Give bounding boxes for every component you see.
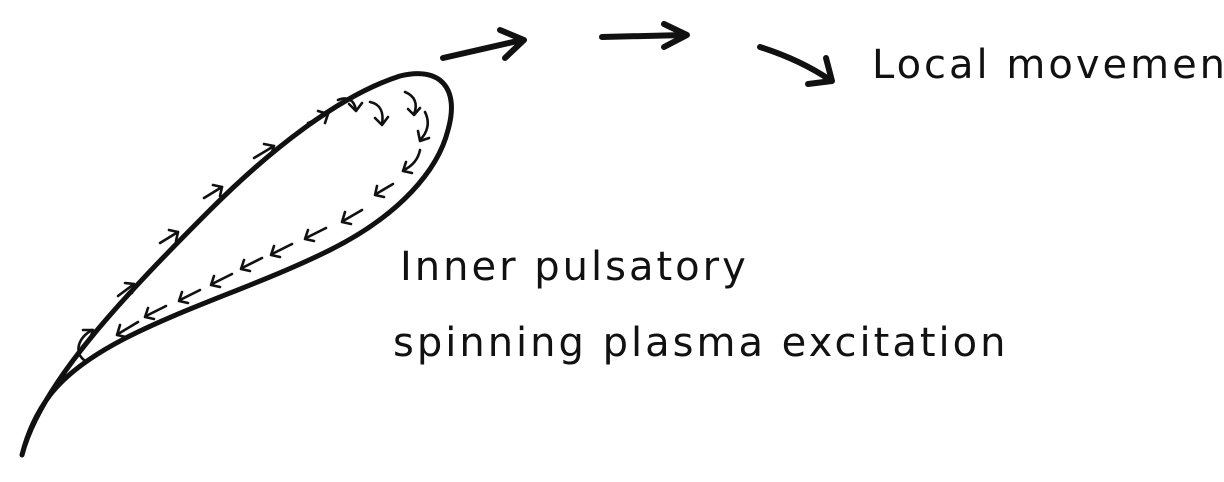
inner-arrow-down-6: [211, 274, 232, 287]
plasma-outline: [22, 74, 451, 455]
inner-arrow-down-3: [305, 228, 326, 241]
movement-arrow-3: [760, 47, 832, 84]
inner-arrow-down-8: [145, 306, 166, 319]
movement-arrow-2: [602, 24, 687, 47]
inner-pulsatory-label: Inner pulsatory: [400, 244, 749, 290]
local-movement-label: Local movement: [872, 42, 1224, 88]
inner-arrow-turn-1: [370, 102, 388, 125]
movement-arrow-1: [443, 30, 524, 58]
inner-arrow-turn-4: [403, 150, 420, 173]
local-movement-arrows: [443, 24, 832, 84]
inner-circulation-arrows: [78, 92, 429, 360]
inner-arrow-down-5: [241, 258, 262, 271]
spinning-plasma-label: spinning plasma excitation: [393, 320, 1008, 366]
inner-arrow-turn-2: [405, 92, 420, 115]
inner-arrow-down-2: [342, 210, 362, 224]
inner-arrow-down-4: [271, 244, 292, 257]
inner-arrow-up-4: [254, 144, 274, 158]
inner-arrow-down-7: [179, 290, 200, 303]
inner-arrow-up-2: [160, 230, 178, 243]
inner-arrow-up-3: [204, 185, 222, 198]
inner-arrow-down-1: [375, 184, 393, 197]
inner-arrow-turn-3: [418, 112, 429, 141]
